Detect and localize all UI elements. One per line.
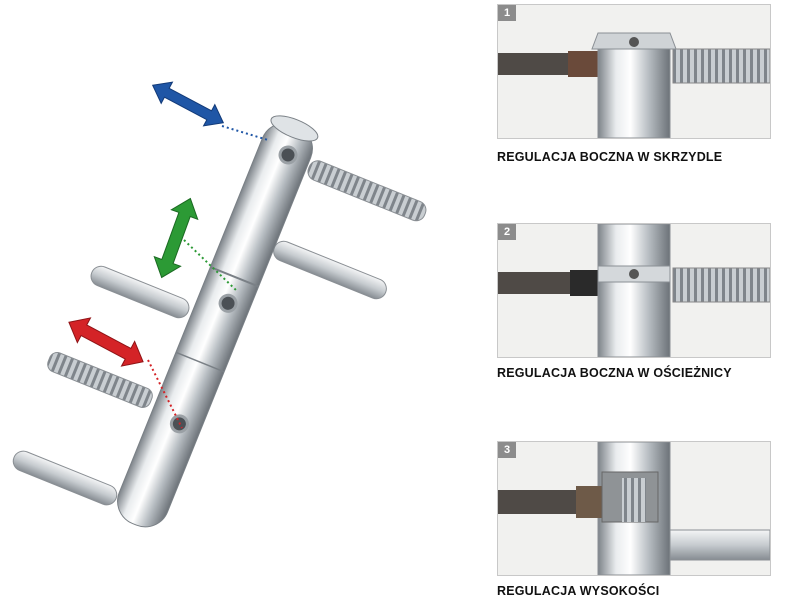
side-adjustment-sash-arrow <box>151 81 225 127</box>
hinge-illustration <box>12 81 427 528</box>
panel-side-adjustment-frame: 2 <box>497 223 771 358</box>
panel-2-caption: REGULACJA BOCZNA W OŚCIEŻNICY <box>497 366 732 380</box>
panel-3-caption: REGULACJA WYSOKOŚCI <box>497 584 660 598</box>
height-adjustment-arrow <box>68 317 144 367</box>
panel-side-adjustment-sash: 1 <box>497 4 771 139</box>
panel-3-photo <box>498 442 770 575</box>
panel-1-number: 1 <box>498 5 516 21</box>
side-adjustment-frame-arrow <box>153 197 199 279</box>
panel-2-photo <box>498 224 770 357</box>
pin-top-right <box>307 160 427 222</box>
panel-3-number: 3 <box>498 442 516 458</box>
panel-1-caption: REGULACJA BOCZNA W SKRZYDLE <box>497 150 723 164</box>
panel-1-photo <box>498 5 770 138</box>
panel-2-number: 2 <box>498 224 516 240</box>
pin-middle-right <box>273 240 387 300</box>
pin-upper-left <box>90 265 190 319</box>
pin-lower-left <box>12 450 118 506</box>
hinge-barrel <box>117 115 319 528</box>
pin-threaded-left <box>47 352 153 408</box>
panel-height-adjustment: 3 <box>497 441 771 576</box>
